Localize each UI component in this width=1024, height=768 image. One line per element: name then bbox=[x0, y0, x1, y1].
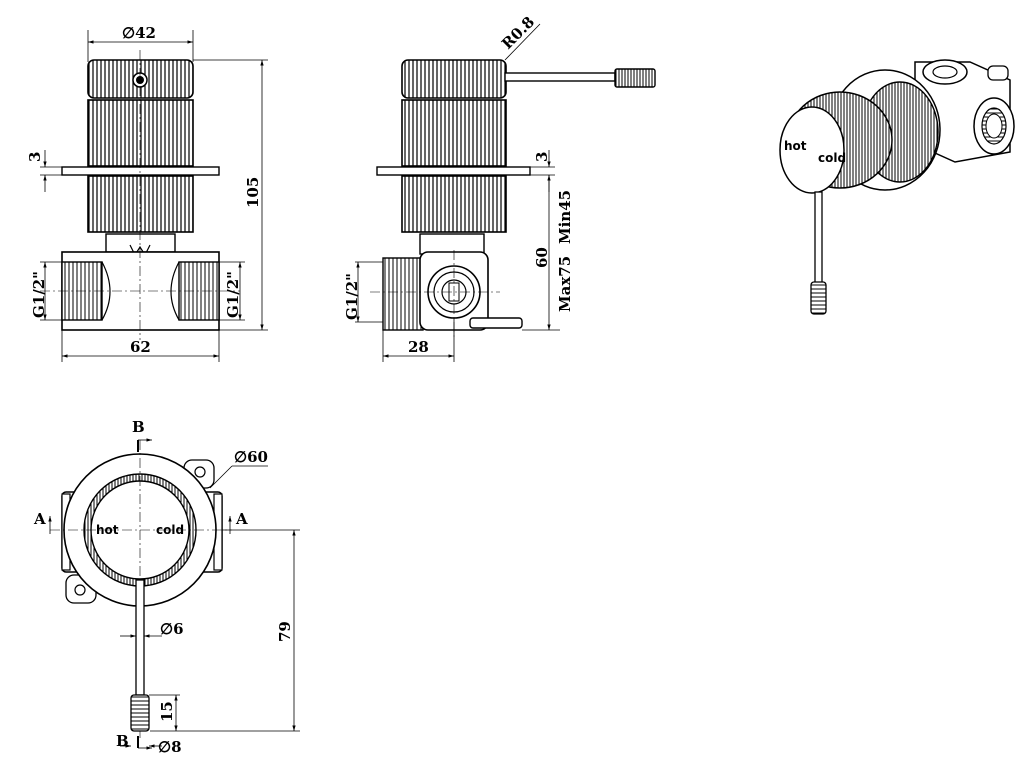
section-b-top: B bbox=[132, 418, 145, 436]
dim-grip-diameter: ∅8 bbox=[158, 738, 182, 756]
dim-side-depth: 28 bbox=[408, 338, 429, 356]
dim-thread-left: G1/2" bbox=[30, 271, 48, 318]
dim-plate-diameter: ∅60 bbox=[234, 448, 268, 466]
section-a-left: A bbox=[33, 510, 46, 528]
dim-body-width: 62 bbox=[130, 338, 151, 356]
top-view: hot cold B A A B ∅60 ∅6 79 15 bbox=[33, 418, 300, 756]
dim-body-diameter: ∅42 bbox=[122, 24, 156, 42]
dim-grip-length: 15 bbox=[158, 701, 176, 722]
dim-lever-length: 79 bbox=[276, 621, 294, 642]
dim-install-max: Max75 bbox=[556, 256, 574, 312]
side-view: R0.8 3 60 Min45 Max75 G1/2" 28 bbox=[343, 13, 656, 362]
dim-plate-thickness-left: 3 bbox=[26, 152, 44, 162]
dim-plate-thickness-right: 3 bbox=[533, 152, 551, 162]
dim-height-total: 105 bbox=[244, 177, 262, 208]
section-a-right: A bbox=[235, 510, 248, 528]
dim-lever-diameter: ∅6 bbox=[160, 620, 184, 638]
dim-install-mid: 60 bbox=[533, 247, 551, 268]
front-view: ∅42 3 G1/2" G1 bbox=[26, 24, 268, 362]
top-cold-label: cold bbox=[156, 523, 184, 537]
dim-thread-right: G1/2" bbox=[224, 271, 242, 318]
iso-hot-label: hot bbox=[784, 139, 807, 153]
dim-install-min: Min45 bbox=[556, 190, 574, 244]
dim-thread-side: G1/2" bbox=[343, 273, 361, 320]
iso-cold-label: cold bbox=[818, 151, 846, 165]
isometric-view: hot cold bbox=[779, 59, 1015, 315]
section-b-bottom: B bbox=[116, 732, 129, 750]
